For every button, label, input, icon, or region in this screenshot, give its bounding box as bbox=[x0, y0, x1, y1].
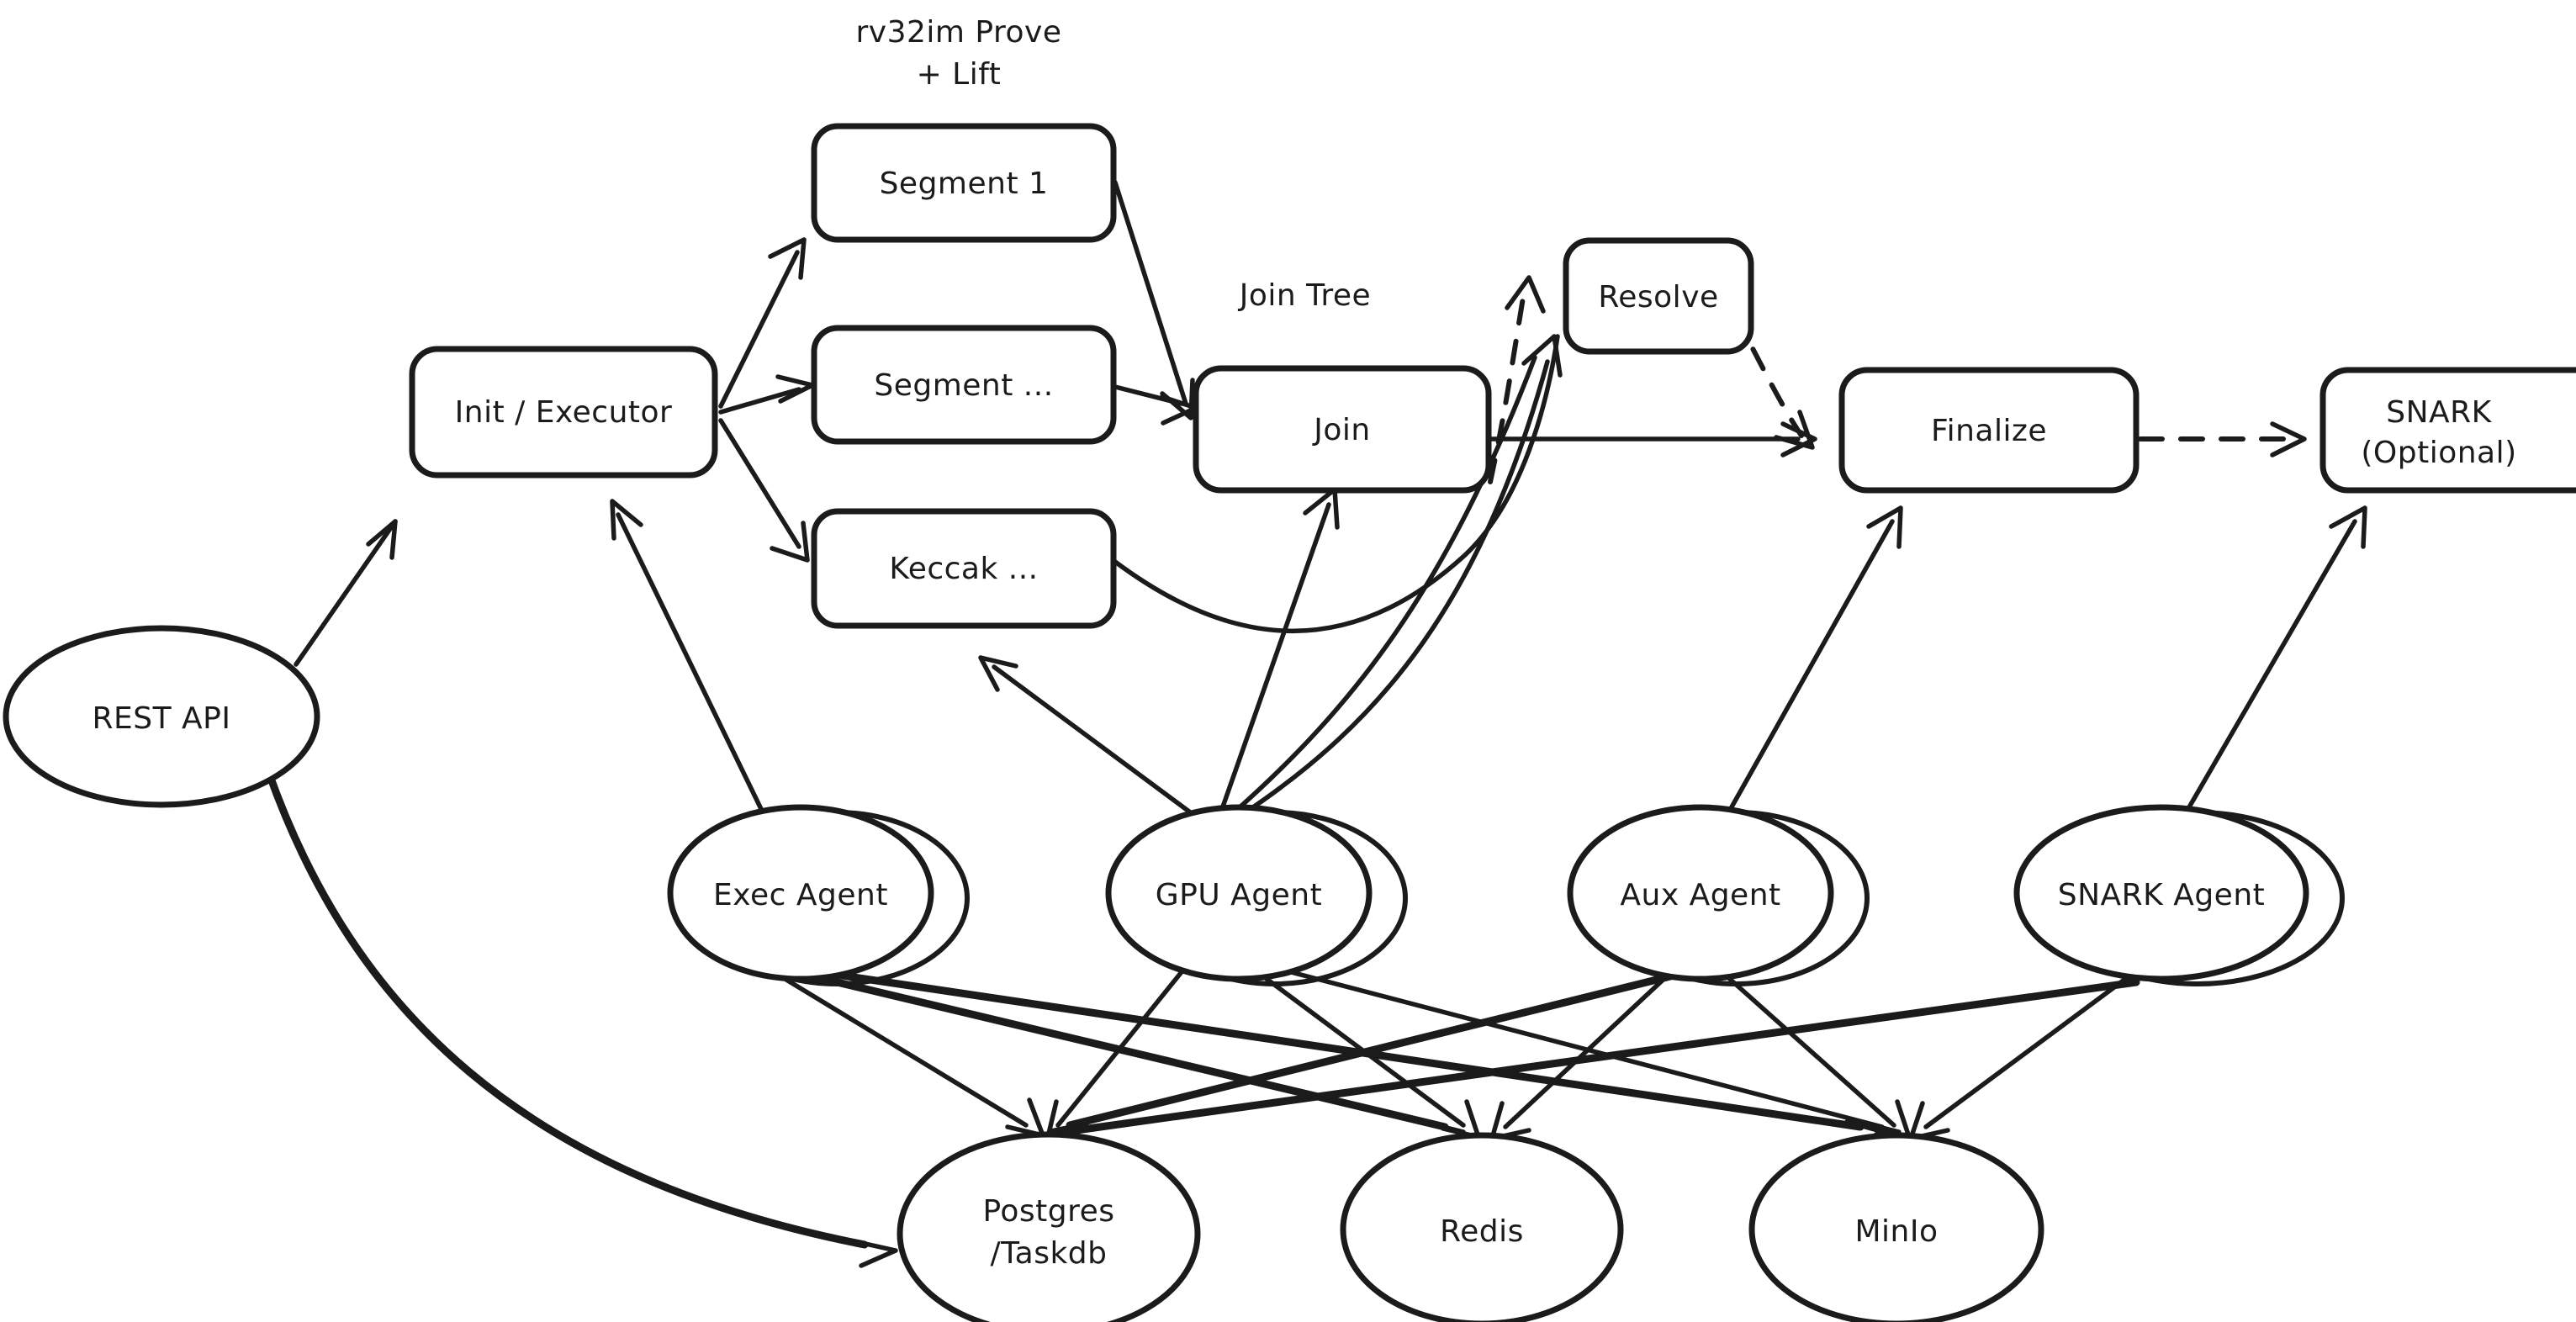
node-exec-agent[interactable]: Exec Agent bbox=[667, 804, 970, 986]
node-init-executor-shape[interactable] bbox=[409, 346, 718, 479]
node-segment-1[interactable]: Segment 1 bbox=[811, 123, 1117, 243]
node-keccak-n[interactable]: Keccak ... bbox=[811, 508, 1117, 629]
node-segment-1-label: Segment 1 bbox=[880, 167, 1049, 201]
edge-rest-api-to-init bbox=[294, 519, 398, 667]
node-redis-shape[interactable] bbox=[1340, 1132, 1624, 1322]
node-segment-n-label: Segment ... bbox=[874, 368, 1053, 403]
edge-init-to-segment-1 bbox=[718, 237, 807, 409]
node-exec-agent-shape[interactable] bbox=[667, 804, 934, 982]
node-snark-optional-shape[interactable] bbox=[2319, 367, 2576, 494]
node-snark-agent-shape[interactable] bbox=[2013, 804, 2309, 982]
node-finalize[interactable]: Finalize bbox=[1838, 367, 2140, 494]
edge-snark-agent-to-snark bbox=[2184, 505, 2367, 814]
edge-aux-agent-to-finalize bbox=[1727, 505, 1903, 814]
node-resolve-label: Resolve bbox=[1598, 280, 1718, 315]
node-join-shape[interactable] bbox=[1193, 365, 1492, 494]
edge-layer bbox=[265, 180, 2367, 1268]
edge-exec-agent-to-minio bbox=[810, 967, 1883, 1156]
node-redis-label: Redis bbox=[1440, 1214, 1524, 1249]
edge-join-to-resolve bbox=[1488, 275, 1546, 484]
label-rv32im-prove-line1: rv32im Prove bbox=[856, 15, 1062, 50]
node-gpu-agent-shape[interactable] bbox=[1105, 804, 1373, 982]
node-postgres-taskdb-label-line2: /Taskdb bbox=[990, 1236, 1107, 1271]
node-finalize-label: Finalize bbox=[1931, 414, 2047, 448]
edge-finalize-to-snark bbox=[2138, 421, 2307, 457]
node-snark-agent-label: SNARK Agent bbox=[2058, 878, 2266, 912]
edge-rest-api-to-postgres bbox=[265, 769, 898, 1268]
node-postgres-taskdb-label-line1: Postgres bbox=[982, 1194, 1114, 1229]
node-segment-n[interactable]: Segment ... bbox=[811, 325, 1117, 445]
edge-gpu-agent-to-keccak bbox=[978, 655, 1195, 817]
edge-exec-agent-to-redis bbox=[805, 971, 1466, 1156]
node-init-executor-label: Init / Executor bbox=[455, 395, 673, 430]
node-aux-agent-shape[interactable] bbox=[1567, 804, 1834, 982]
node-redis[interactable]: Redis bbox=[1340, 1132, 1624, 1322]
edge-gpu-agent-to-join bbox=[1219, 487, 1340, 814]
node-segment-n-shape[interactable] bbox=[811, 325, 1117, 445]
node-join[interactable]: Join bbox=[1193, 365, 1492, 494]
ellipse-nodes: REST API Exec Agent GPU Agent Aux Agent … bbox=[3, 625, 2345, 1322]
node-segment-1-shape[interactable] bbox=[811, 123, 1117, 243]
edge-keccak-to-resolve bbox=[1113, 334, 1560, 634]
edge-join-to-finalize bbox=[1488, 421, 1817, 457]
node-snark-optional-label-line2: (Optional) bbox=[2361, 436, 2516, 470]
label-rv32im-prove-line2: + Lift bbox=[917, 57, 1002, 92]
node-postgres-taskdb-shape[interactable] bbox=[897, 1131, 1201, 1322]
node-resolve-shape[interactable] bbox=[1563, 237, 1754, 355]
node-snark-optional-label-line1: SNARK bbox=[2386, 395, 2492, 430]
node-exec-agent-label: Exec Agent bbox=[713, 878, 888, 912]
node-keccak-n-label: Keccak ... bbox=[889, 552, 1038, 586]
node-snark-agent[interactable]: SNARK Agent bbox=[2013, 804, 2345, 986]
node-join-label: Join bbox=[1312, 413, 1370, 447]
node-finalize-shape[interactable] bbox=[1838, 367, 2140, 494]
edge-segment-1-to-join bbox=[1113, 180, 1195, 420]
edge-snark-agent-to-postgres bbox=[1054, 978, 2140, 1158]
box-nodes: Init / Executor Segment 1 Segment ... Ke… bbox=[409, 123, 2576, 629]
node-rest-api-label: REST API bbox=[93, 701, 231, 736]
node-init-executor[interactable]: Init / Executor bbox=[409, 346, 718, 479]
section-labels: rv32im Prove + Lift Join Tree bbox=[856, 15, 1371, 313]
label-join-tree: Join Tree bbox=[1238, 278, 1371, 313]
edge-init-to-segment-n bbox=[718, 374, 815, 415]
node-gpu-agent-label: GPU Agent bbox=[1156, 878, 1322, 912]
node-minio-label: MinIo bbox=[1854, 1214, 1938, 1249]
edge-segment-n-to-join bbox=[1113, 384, 1198, 426]
edge-init-to-keccak bbox=[718, 418, 810, 563]
node-snark-optional[interactable]: SNARK (Optional) bbox=[2319, 367, 2576, 494]
edge-gpu-agent-to-resolve bbox=[1230, 334, 1563, 817]
node-resolve[interactable]: Resolve bbox=[1563, 237, 1754, 355]
edge-exec-agent-to-init bbox=[610, 499, 764, 812]
node-rest-api-shape[interactable] bbox=[3, 625, 320, 808]
node-minio[interactable]: MinIo bbox=[1748, 1132, 2044, 1322]
node-aux-agent[interactable]: Aux Agent bbox=[1567, 804, 1870, 986]
node-postgres-taskdb[interactable]: Postgres /Taskdb bbox=[897, 1131, 1201, 1322]
node-minio-shape[interactable] bbox=[1748, 1132, 2044, 1322]
node-keccak-n-shape[interactable] bbox=[811, 508, 1117, 629]
edge-aux-agent-to-postgres bbox=[1049, 970, 1685, 1156]
node-rest-api[interactable]: REST API bbox=[3, 625, 320, 808]
node-aux-agent-label: Aux Agent bbox=[1620, 878, 1780, 912]
node-gpu-agent[interactable]: GPU Agent bbox=[1105, 804, 1408, 986]
